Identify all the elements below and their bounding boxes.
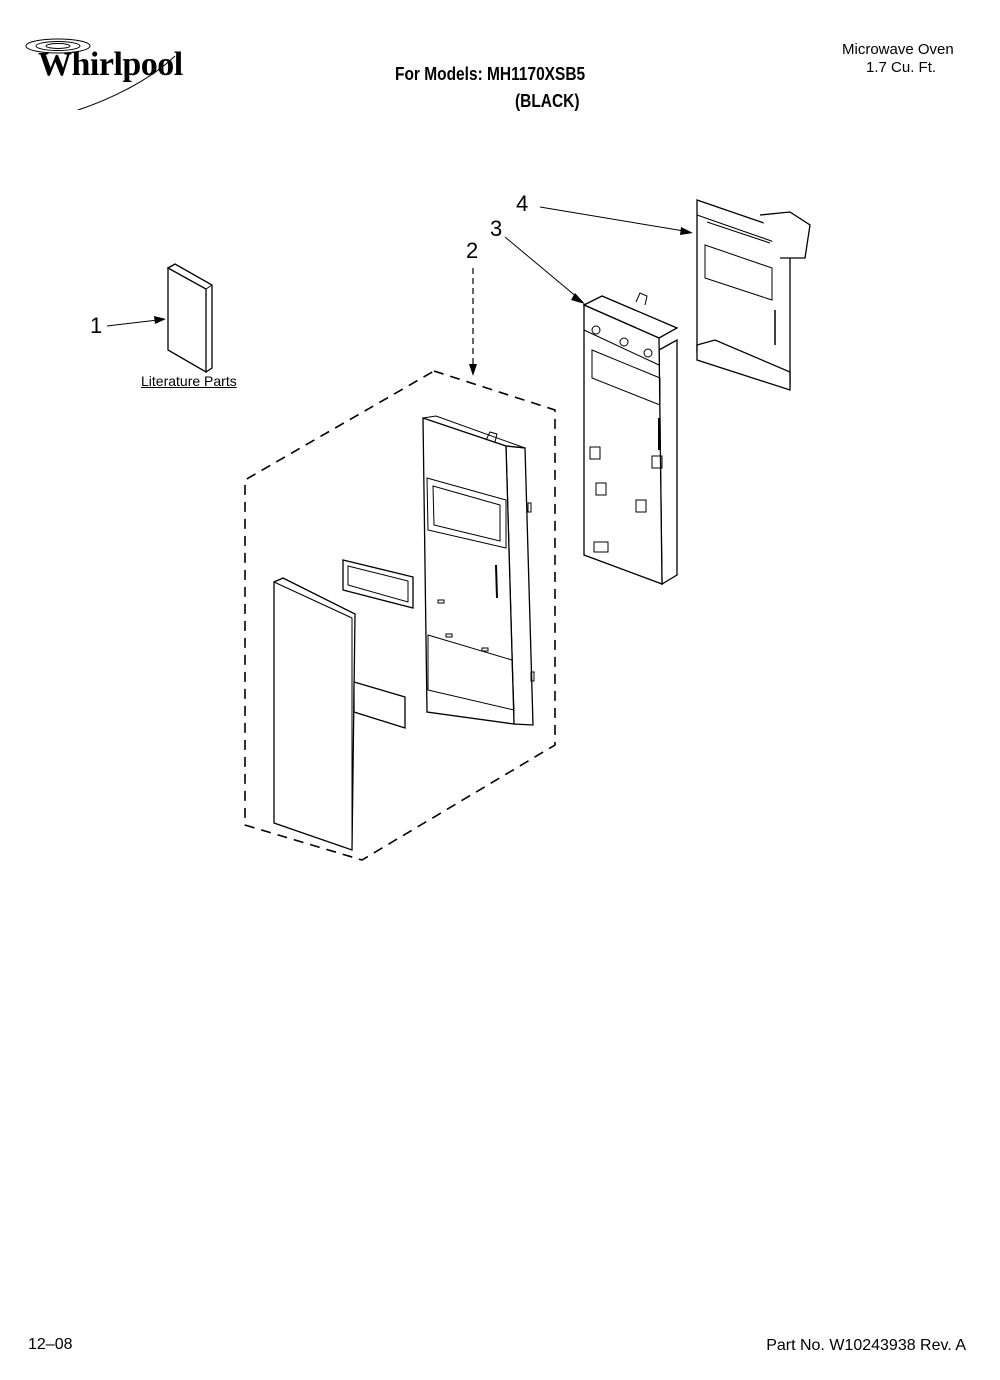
part-2-window-lens bbox=[342, 559, 414, 609]
part-3-control-bracket bbox=[582, 292, 679, 586]
part-2-keypad-overlay bbox=[273, 577, 356, 851]
part-2-small-label bbox=[353, 681, 406, 729]
part-2-control-panel bbox=[422, 415, 535, 726]
model-title: For Models: MH1170XSB5 bbox=[395, 64, 586, 84]
part-1-literature-booklet bbox=[167, 263, 213, 374]
leader-arrow-2 bbox=[469, 268, 477, 376]
callout-1: 1 bbox=[90, 313, 103, 338]
callout-3: 3 bbox=[490, 216, 503, 241]
footer-date: 12–08 bbox=[28, 1336, 73, 1353]
product-size: 1.7 Cu. Ft. bbox=[866, 59, 937, 76]
literature-parts-label: Literature Parts bbox=[141, 373, 237, 389]
logo-wordmark: Whirlpool bbox=[38, 46, 183, 83]
leader-arrow-4 bbox=[539, 206, 693, 235]
leader-arrow-3 bbox=[504, 236, 585, 304]
logo-swirl-icon bbox=[25, 38, 176, 110]
part-4-mounting-bracket bbox=[696, 199, 811, 391]
leader-arrow-1 bbox=[106, 316, 166, 327]
callout-4: 4 bbox=[516, 191, 529, 216]
part-2-assembly-outline bbox=[244, 370, 556, 861]
callout-2: 2 bbox=[466, 238, 479, 263]
footer-part-number: Part No. W10243938 Rev. A bbox=[766, 1337, 966, 1354]
product-name: Microwave Oven bbox=[842, 41, 954, 58]
model-color: (BLACK) bbox=[515, 91, 580, 111]
